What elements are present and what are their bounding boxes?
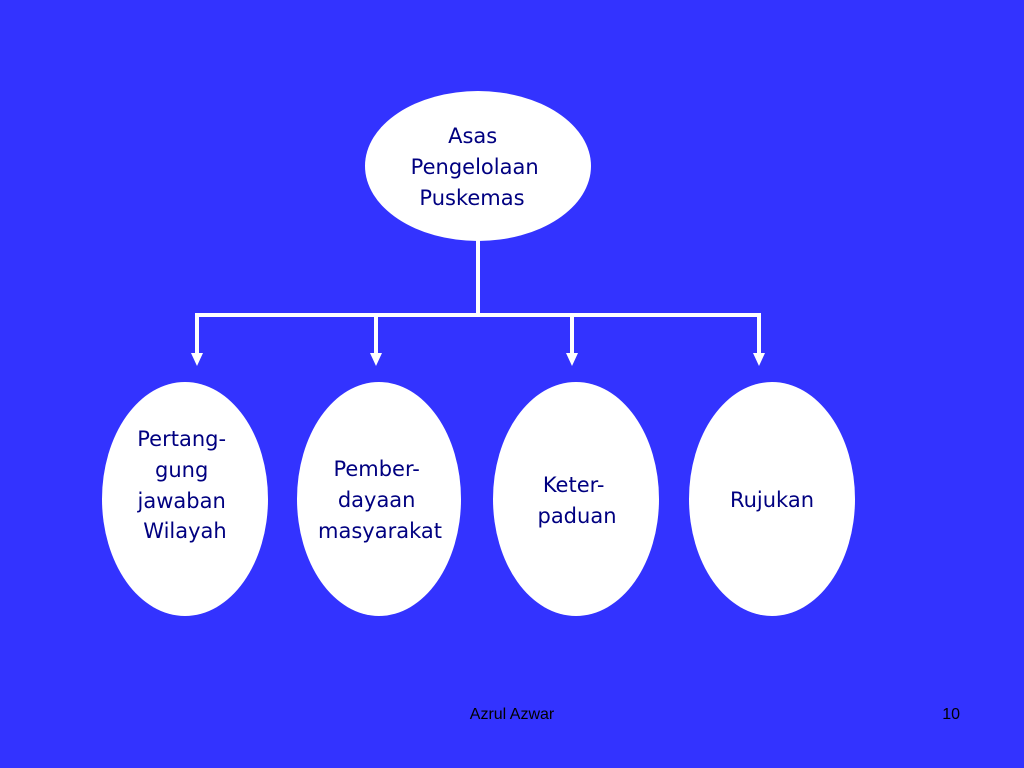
- child-ellipse: [689, 382, 855, 616]
- child-label-line: Pember-: [333, 457, 419, 481]
- root-label-line: Pengelolaan: [411, 155, 539, 179]
- connector-lines: [195, 240, 761, 355]
- child-label: Keter- paduan: [537, 473, 616, 528]
- child-label-line: Wilayah: [143, 519, 226, 543]
- root-label: Asas Pengelolaan Puskemas: [411, 124, 546, 210]
- arrow-down-icon: [753, 353, 765, 366]
- root-label-line: Asas: [448, 124, 497, 148]
- root-label-line: Puskemas: [419, 186, 524, 210]
- child-node-4: Rujukan: [689, 382, 855, 616]
- page-number: 10: [942, 706, 960, 723]
- arrow-down-icon: [370, 353, 382, 366]
- child-node-1: Pertang- gung jawaban Wilayah: [102, 382, 268, 616]
- child-node-3: Keter- paduan: [493, 382, 659, 616]
- child-label: Pertang- gung jawaban Wilayah: [137, 427, 233, 543]
- child-ellipse: [297, 382, 461, 616]
- child-node-2: Pember- dayaan masyarakat: [297, 382, 461, 616]
- child-label-line: masyarakat: [318, 519, 442, 543]
- arrow-down-icon: [191, 353, 203, 366]
- child-label-line: jawaban: [137, 489, 226, 513]
- child-label-line: Pertang-: [137, 427, 226, 451]
- child-ellipse: [102, 382, 268, 616]
- child-label-line: gung: [155, 458, 208, 482]
- footer-author: Azrul Azwar: [469, 706, 555, 723]
- arrow-down-icon: [566, 353, 578, 366]
- root-node: Asas Pengelolaan Puskemas: [365, 91, 591, 241]
- child-label: Pember- dayaan masyarakat: [318, 457, 442, 543]
- child-label: Rujukan: [730, 488, 814, 512]
- child-label-line: Rujukan: [730, 488, 814, 512]
- child-label-line: paduan: [537, 504, 616, 528]
- child-ellipse: [493, 382, 659, 616]
- child-label-line: Keter-: [543, 473, 605, 497]
- root-ellipse: [365, 91, 591, 241]
- arrowheads: [191, 353, 765, 366]
- child-label-line: dayaan: [338, 488, 416, 512]
